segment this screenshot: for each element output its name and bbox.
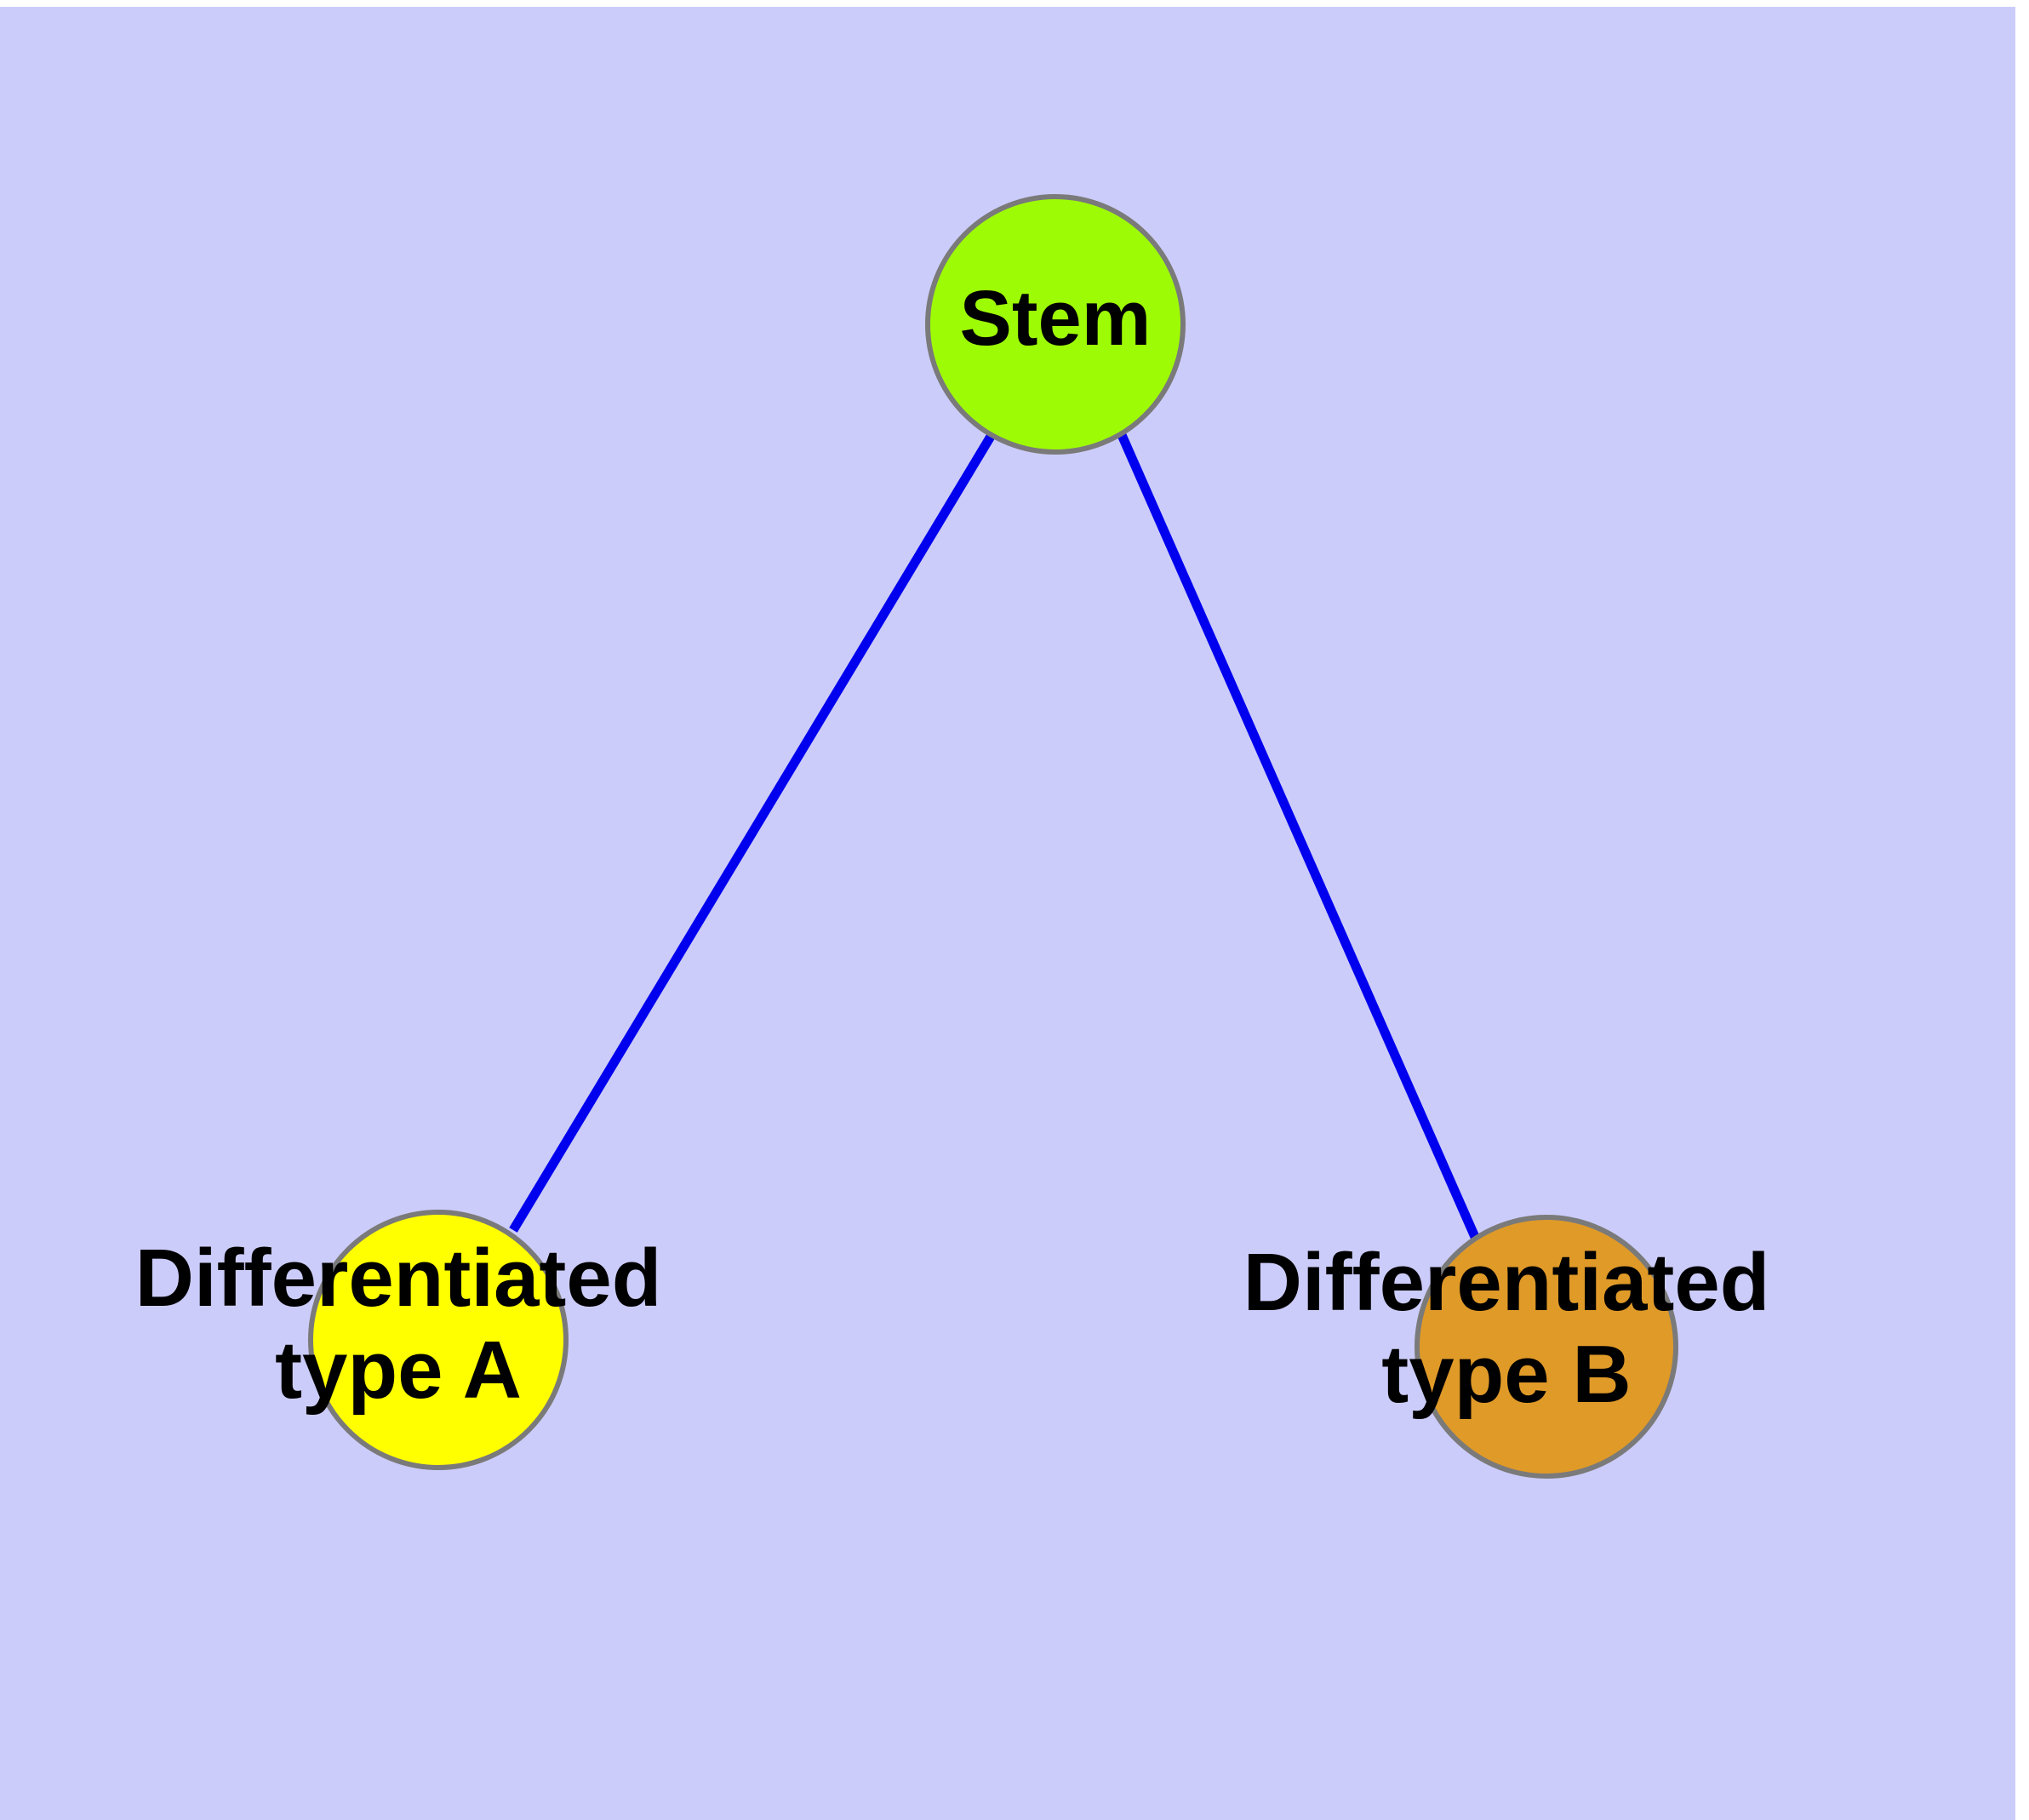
- node-label-line: Differentiated: [1243, 1237, 1770, 1328]
- node-label-line: type B: [1381, 1329, 1631, 1420]
- node-diff_b[interactable]: [1415, 1215, 1678, 1479]
- edges-group: [509, 432, 1480, 1239]
- node-label-line: type A: [275, 1325, 522, 1416]
- nodes-group: [308, 194, 1678, 1479]
- node-label-line: Differentiated: [135, 1233, 662, 1324]
- node-stem[interactable]: [925, 194, 1186, 455]
- node-label-line: Stem: [960, 275, 1152, 362]
- edge-stem-to-diff_a: [509, 432, 996, 1233]
- node-diff_a[interactable]: [308, 1210, 569, 1470]
- node-label-stem: Stem: [960, 275, 1152, 362]
- edge-stem-to-diff_b: [1117, 432, 1480, 1239]
